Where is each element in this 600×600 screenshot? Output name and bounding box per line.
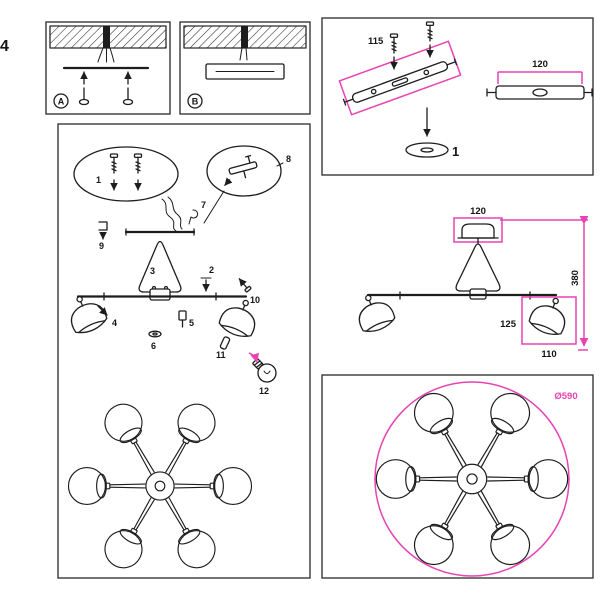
height-dimension [500, 215, 589, 351]
part-label-12: 12 [259, 386, 269, 396]
diameter-label: Ø590 [554, 391, 577, 402]
plate-length-label: 120 [532, 59, 548, 70]
pin-icon [200, 277, 212, 292]
washer-icon [148, 330, 162, 338]
part-label-5: 5 [189, 318, 194, 328]
shade-height-label: 125 [500, 319, 517, 330]
part-label-2: 2 [209, 265, 214, 275]
mounting-option-b-panel: B [179, 21, 311, 115]
step-number: 1 [452, 144, 459, 159]
dimensions-drawing: 120 380 125 110 [350, 206, 589, 360]
ceiling-lamp-side-view [61, 228, 264, 342]
ceiling-hatch-icon [49, 25, 167, 63]
option-a-label: A [58, 97, 65, 107]
mounting-bracket-icon [342, 21, 458, 158]
part-label-1: 1 [96, 175, 101, 185]
bracket-step-panel: 115 1 120 [321, 17, 594, 176]
option-b-label: B [192, 97, 199, 107]
wiring-detail-ellipse [203, 145, 284, 224]
overall-height-label: 380 [570, 270, 581, 286]
assembly-diagram-panel: 1 8 7 9 [57, 123, 311, 579]
part-label-3: 3 [150, 266, 155, 276]
part-label-7: 7 [201, 200, 206, 210]
canopy-icon [405, 142, 449, 158]
shade-dimension-box [521, 296, 577, 345]
junction-box-icon [205, 63, 285, 80]
angled-screw-icon [238, 278, 252, 293]
cross-plate-icon [486, 85, 593, 100]
part-label-6: 6 [151, 341, 156, 351]
part-label-10: 10 [250, 295, 260, 305]
screw-detail-ellipse [73, 146, 179, 202]
lamp-shade-right [526, 291, 574, 340]
shade-width-label: 110 [541, 349, 556, 360]
option-a-badge [53, 93, 69, 109]
part-label-8: 8 [286, 154, 291, 164]
mounting-option-a-panel: A [45, 21, 171, 115]
part-label-4: 4 [112, 318, 117, 328]
lamp-side-view-dimensioned [350, 223, 574, 340]
socket-icon [219, 336, 231, 350]
screw-arrow-icon [97, 305, 108, 316]
part-label-9: 9 [99, 241, 104, 251]
canopy-width-label: 120 [470, 206, 486, 217]
part-label-11: 11 [216, 350, 226, 360]
ceiling-hatch-icon [183, 25, 307, 61]
insert-bulb-arrow [248, 352, 260, 363]
top-view-panel: Ø590 [321, 374, 594, 579]
diameter-circle [374, 381, 570, 577]
wire-bundle-icon [161, 196, 199, 232]
connector-icon [178, 310, 187, 328]
sheet-number: 4 [0, 38, 9, 55]
bracket-length-label: 115 [368, 36, 384, 47]
triangle-frame [138, 240, 182, 293]
plate-dimension [497, 71, 583, 84]
option-b-badge [187, 93, 203, 109]
clamp-icon [98, 221, 108, 240]
mounting-bar-icon [62, 66, 150, 106]
